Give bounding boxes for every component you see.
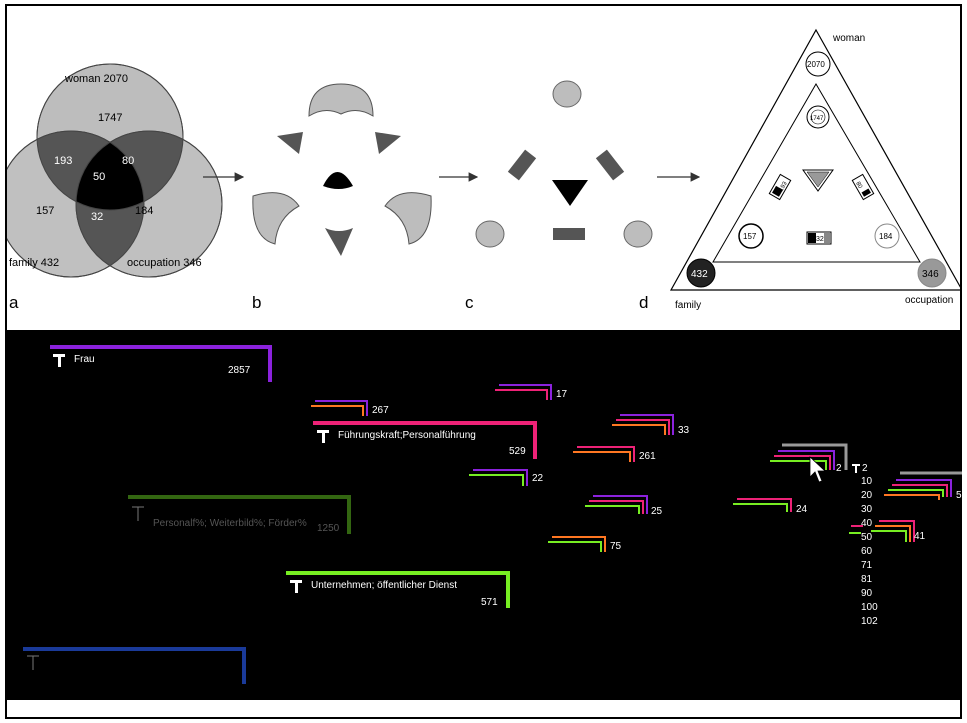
branch-fuehrung[interactable] (313, 421, 537, 459)
cluster-25[interactable] (585, 495, 648, 514)
node-right-low: 184 (879, 232, 893, 241)
cluster-17[interactable] (495, 384, 552, 400)
count-24: 24 (796, 504, 808, 515)
triangle-occupation-label: occupation (905, 295, 953, 306)
panel-letter-a: a (9, 293, 19, 312)
tick-100: 100 (861, 602, 878, 613)
tick-10: 10 (861, 476, 873, 487)
t-marker-label: 2 (862, 463, 868, 474)
unternehmen-label: Unternehmen; öffentlicher Dienst (311, 580, 458, 591)
cluster-5[interactable] (884, 471, 962, 500)
cluster-267[interactable] (311, 400, 368, 416)
tick-90: 90 (861, 588, 873, 599)
branch-frau[interactable] (50, 345, 272, 382)
cluster-41[interactable] (849, 520, 915, 542)
count-25: 25 (651, 506, 663, 517)
family-label: family 432 (9, 257, 59, 269)
region-family-only: 157 (36, 205, 54, 217)
region-woman-occupation: 80 (122, 155, 134, 167)
cluster-33[interactable] (612, 414, 674, 435)
tick-20: 20 (861, 490, 873, 501)
node-corner-right: 346 (922, 269, 939, 280)
triangle-family-label: family (675, 300, 701, 311)
tick-81: 81 (861, 574, 873, 585)
node-left-mid: 193 (779, 180, 790, 192)
t-icon-personal (132, 506, 144, 521)
tree-visualization: Frau 2857 Führungskraft;Personalführung … (5, 330, 962, 700)
panel-letter-b: b (252, 293, 261, 312)
cluster-24[interactable] (733, 498, 792, 512)
woman-label: woman 2070 (64, 73, 128, 85)
panel-d-triangle: woman 2070 1747 193 80 157 184 (639, 28, 960, 312)
mouse-cursor-icon (809, 456, 827, 483)
node-left-low: 157 (743, 232, 757, 241)
tick-50: 50 (861, 532, 873, 543)
tick-60: 60 (861, 546, 873, 557)
branch-blue[interactable] (23, 647, 246, 684)
region-woman-only: 1747 (98, 112, 122, 124)
count-267: 267 (372, 405, 389, 416)
cluster-261[interactable] (573, 446, 635, 462)
venn-to-triangle-diagram: woman 2070 1747 193 80 50 157 32 184 fam… (7, 28, 960, 312)
count-41: 41 (914, 531, 926, 542)
branch-unternehmen[interactable] (286, 571, 510, 608)
unternehmen-count: 571 (481, 597, 498, 608)
count-33: 33 (678, 425, 690, 436)
count-261: 261 (639, 451, 656, 462)
tick-71: 71 (861, 560, 873, 571)
t-icon-blue (27, 655, 39, 670)
triangle-woman-label: woman (832, 33, 865, 44)
count-17: 17 (556, 389, 568, 400)
tick-30: 30 (861, 504, 873, 515)
count-75: 75 (610, 541, 622, 552)
t-icon-frau (53, 354, 65, 367)
region-occupation-only: 184 (135, 205, 153, 217)
frau-count: 2857 (228, 365, 251, 376)
personal-count: 1250 (317, 523, 340, 534)
t-icon-unternehmen (290, 580, 302, 593)
tick-102: 102 (861, 616, 878, 627)
fuehrung-label: Führungskraft;Personalführung (338, 430, 476, 441)
personal-label: Personalf%; Weiterbild%; Förder% (153, 518, 307, 529)
node-right-mid: 80 (854, 181, 863, 190)
occupation-label: occupation 346 (127, 257, 202, 269)
cluster-22[interactable] (469, 469, 528, 486)
count-2: 2 (836, 463, 842, 474)
branch-personal[interactable] (128, 495, 351, 534)
node-inner-top: 1747 (810, 116, 824, 122)
node-corner-left: 432 (691, 269, 708, 280)
count-22: 22 (532, 473, 544, 484)
t-marker-icons (53, 354, 860, 593)
fuehrung-count: 529 (509, 446, 526, 457)
panel-letter-d: d (639, 293, 648, 312)
t-icon-2 (852, 464, 860, 473)
panel-letter-c: c (465, 293, 474, 312)
panel-b-exploded: b (252, 83, 432, 312)
region-woman-family: 193 (54, 155, 72, 167)
tree-branches (23, 345, 962, 684)
panel-c-glyphs: c (465, 80, 653, 312)
tick-40: 40 (861, 518, 873, 529)
cluster-75[interactable] (548, 536, 606, 552)
region-family-occupation: 32 (91, 211, 103, 223)
t-icon-fuehrung (317, 430, 329, 443)
frau-label: Frau (74, 354, 95, 365)
count-5: 5 (956, 490, 962, 501)
node-bottom-mid: 32 (816, 236, 824, 243)
region-center: 50 (93, 171, 105, 183)
node-top: 2070 (807, 60, 825, 69)
cluster-2[interactable] (770, 443, 848, 470)
panel-a-venn: woman 2070 1747 193 80 50 157 32 184 fam… (7, 63, 223, 312)
